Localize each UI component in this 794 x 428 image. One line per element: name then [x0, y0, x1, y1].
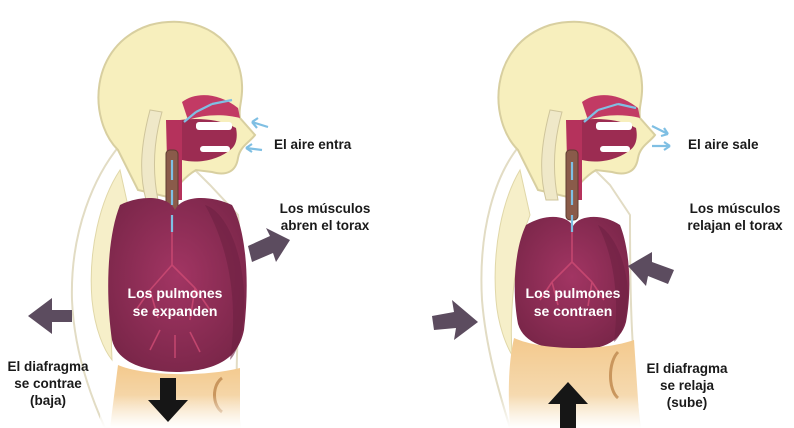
- right-diaphragm-line-1: El diafragma: [632, 360, 742, 377]
- right-air-label: El aire sale: [688, 136, 759, 153]
- left-diaphragm-label: El diafragma se contrae (baja): [0, 358, 96, 409]
- right-lungs-line-1: Los pulmones: [508, 284, 638, 302]
- right-muscles-line-1: Los músculos: [676, 200, 794, 217]
- right-diaphragm-line-2: se relaja: [632, 377, 742, 394]
- right-upper-teeth: [596, 122, 632, 130]
- right-muscles-line-2: relajan el torax: [676, 217, 794, 234]
- left-muscles-line-2: abren el torax: [270, 217, 380, 234]
- left-diaphragm-line-2: se contrae: [0, 375, 96, 392]
- right-muscles-label: Los músculos relajan el torax: [676, 200, 794, 234]
- left-back-arrow-out: [28, 298, 72, 334]
- left-lungs-line-1: Los pulmones: [110, 284, 240, 302]
- left-lungs-line-2: se expanden: [110, 302, 240, 320]
- right-diaphragm-line-3: (sube): [632, 394, 742, 411]
- left-diaphragm-line-3: (baja): [0, 392, 96, 409]
- right-trachea: [566, 150, 578, 220]
- right-diaphragm-label: El diafragma se relaja (sube): [632, 360, 742, 411]
- right-back-arrow-in: [432, 300, 478, 340]
- left-diaphragm-line-1: El diafragma: [0, 358, 96, 375]
- left-muscles-label: Los músculos abren el torax: [270, 200, 380, 234]
- left-upper-teeth: [196, 122, 232, 130]
- left-muscles-line-1: Los músculos: [270, 200, 380, 217]
- right-lungs-line-2: se contraen: [508, 302, 638, 320]
- right-lower-teeth: [600, 146, 630, 152]
- right-muscle-arrow-in: [628, 252, 674, 286]
- left-lungs-label: Los pulmones se expanden: [110, 284, 240, 320]
- right-lungs-label: Los pulmones se contraen: [508, 284, 638, 320]
- left-lower-teeth: [200, 146, 230, 152]
- left-air-label: El aire entra: [274, 136, 351, 153]
